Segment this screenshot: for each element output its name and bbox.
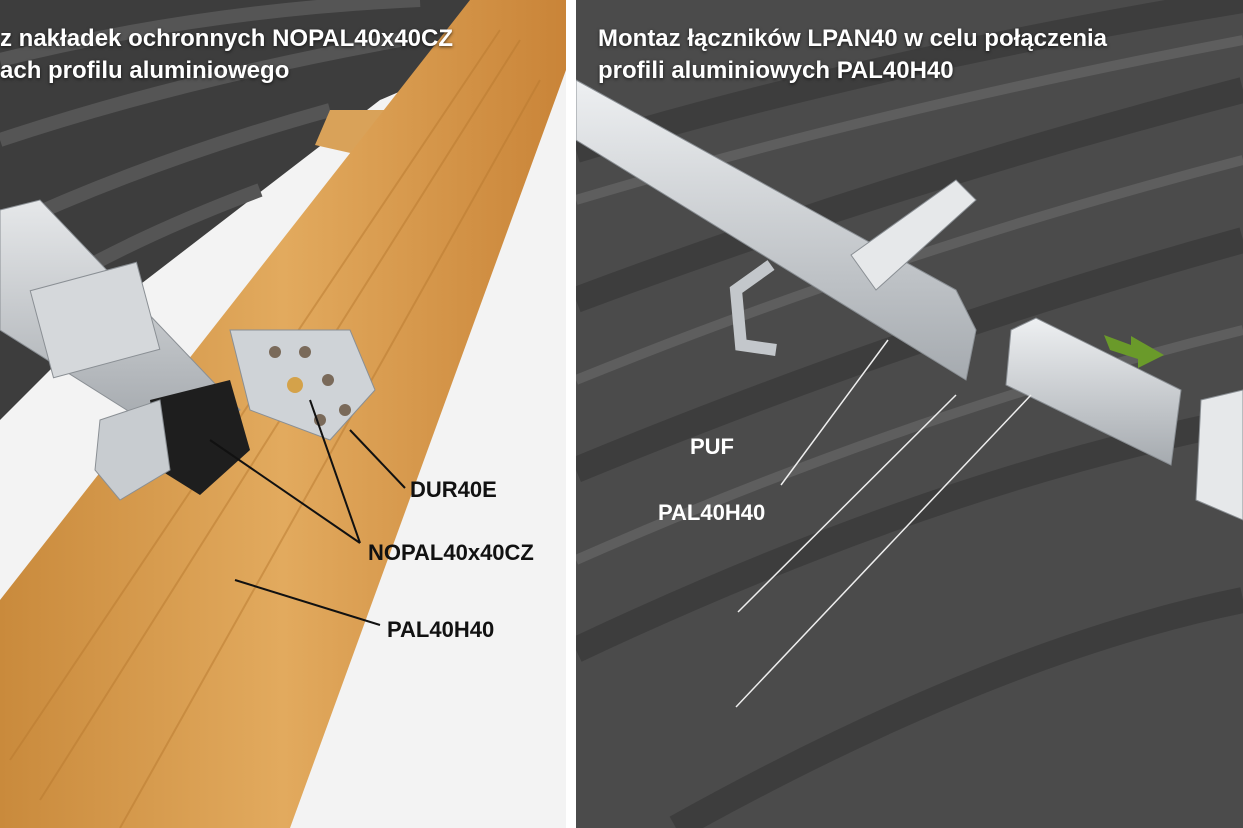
right-title-line1: Montaz łączników LPAN40 w celu połączeni… — [598, 25, 1108, 52]
label-pal40h40-right: PAL40H40 — [658, 500, 766, 525]
lpan40-connector-right — [1005, 317, 1182, 466]
nopal-cap — [150, 380, 250, 495]
left-illustration-panel: z nakładek ochronnych NOPAL40x40CZ ach p… — [0, 0, 566, 828]
lpan40-connector-left — [850, 179, 977, 291]
label-dur40e: DUR40E — [410, 477, 497, 502]
label-pal40h40-left: PAL40H40 — [387, 617, 495, 642]
label-puf: PUF — [690, 434, 734, 459]
arrow-icon — [1104, 335, 1164, 368]
right-illustration-panel: Montaz łączników LPAN40 w celu połączeni… — [576, 0, 1243, 828]
puf-hook — [729, 260, 777, 356]
label-nopal40x40cz: NOPAL40x40CZ — [368, 540, 534, 565]
left-illustration — [0, 0, 566, 828]
left-title-line2: ach profilu aluminiowego — [0, 57, 290, 84]
right-title-line2: profili aluminiowych PAL40H40 — [598, 57, 954, 84]
left-title-line1: z nakładek ochronnych NOPAL40x40CZ — [0, 25, 454, 52]
clamp — [29, 261, 161, 379]
right-illustration — [576, 0, 1243, 828]
roof-tiles — [0, 0, 566, 420]
